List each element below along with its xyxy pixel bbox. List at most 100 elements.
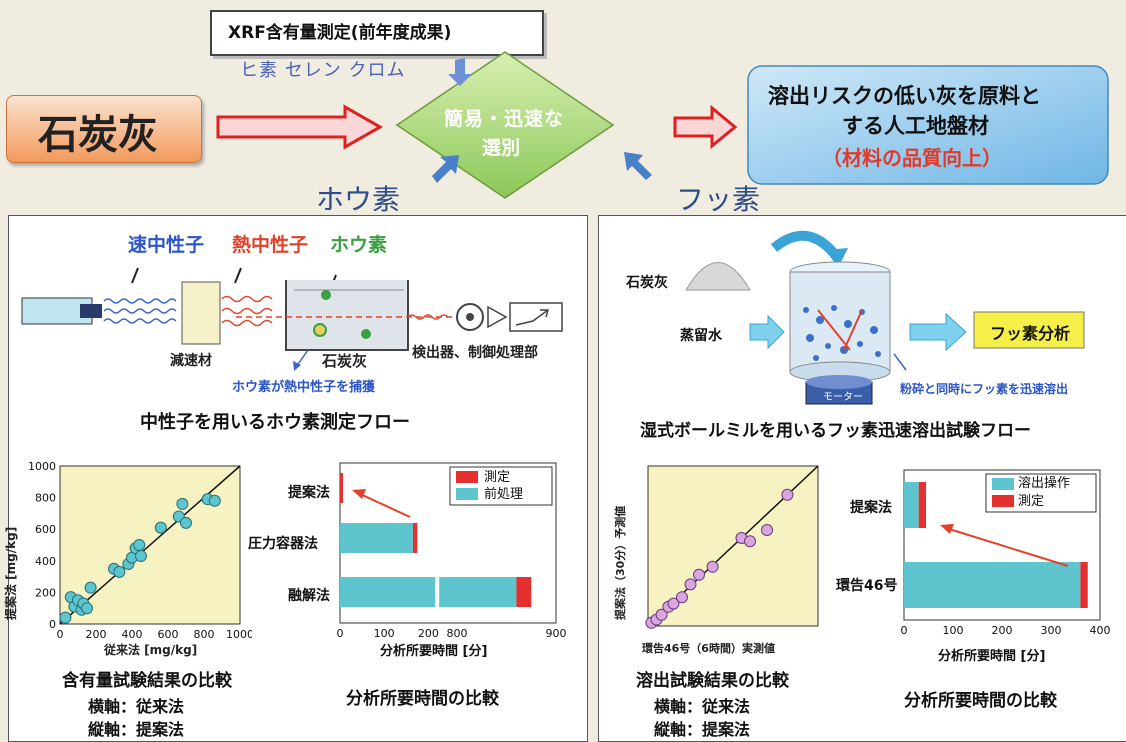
left-bar-xtick: 800 [447,627,468,640]
left-bar-cat-0: 提案法 [288,485,330,501]
left-scatter-point [113,565,126,578]
left-scatter-ytick: 800 [35,492,56,505]
legend-boron: ホウ素 [330,234,388,256]
left-bar-xtick: 900 [546,627,567,640]
left-bar-pre-1 [340,523,413,553]
left-scatter-xtick: 0 [57,628,64,641]
fast-wave-2 [103,308,177,314]
elements-note: ヒ素 セレン クロム [240,60,406,81]
result-line3: （材料の品質向上） [822,146,1002,170]
right-bar-xtick: 200 [992,624,1013,637]
grind-note: 粉砕と同時にフッ素を迅速溶出 [900,382,1069,396]
neutron-flow-diagram [21,267,563,371]
result-line1: 溶出リスクの低い灰を原料と [768,84,1041,108]
moderator-block [181,281,221,345]
arrow-elements [448,58,472,86]
left-scatter-ytick: 1000 [28,460,56,473]
right-scatter-point [684,578,697,591]
left-bar-cat-1: 圧力容器法 [248,536,318,552]
coal-ash-label: 石炭灰 [38,112,158,158]
fluorine-label: フッ素 [676,183,761,216]
left-bar-caption: 分析所要時間の比較 [346,689,499,709]
left-improvement-arrow [357,492,411,518]
right-improvement-arrow [945,527,1069,567]
right-scatter-point [655,608,668,621]
left-scatter-xtick: 400 [122,628,143,641]
fluorine-analysis-box [973,311,1085,349]
left-scatter-xtick: 200 [86,628,107,641]
fast-wave-3 [103,318,177,324]
top-flow-graphics [216,51,1109,199]
left-bar-xtick: 100 [374,627,395,640]
analysis-arrow [909,312,967,352]
water-arrow [749,314,785,350]
right-bar-xtick: 400 [1090,624,1111,637]
left-scatter-point [59,611,72,624]
right-bar-xtick: 100 [943,624,964,637]
right-bar-measure-1 [1080,562,1088,608]
left-scatter-point [180,516,192,529]
left-bar-measure-1 [412,523,418,553]
xrf-label: XRF含有量測定(前年度成果) [228,23,452,43]
left-bar-xlabel: 分析所要時間 [分] [380,644,488,659]
left-bar-xtick: 200 [418,627,439,640]
left-scatter-ytick: 0 [49,618,56,631]
right-scatter-caption3: 縦軸：提案法 [654,720,751,739]
left-bar-pre-2 [340,577,517,607]
coal-ash-box [6,95,202,163]
right-bar-dissolve-0 [904,482,919,528]
left-scatter-ylabel: 提案法 [mg/kg] [4,526,18,620]
right-scatter-caption1: 溶出試験結果の比較 [636,671,789,691]
red-arrow-2 [673,104,738,150]
water-label: 蒸留水 [680,328,722,344]
left-scatter-caption3: 縦軸：提案法 [88,720,185,739]
left-scatter-xtick: 1000 [226,628,252,641]
left-scatter-point [84,581,97,594]
processor [509,302,563,332]
right-legend-dissolve: 溶出操作 [1018,476,1071,491]
moderator-label: 減速材 [170,353,212,369]
right-scatter-point [781,488,794,501]
left-scatter-xlabel: 従来法 [mg/kg] [104,643,198,657]
arrow-fluorine [624,152,652,180]
right-scatter-caption2: 横軸：従来法 [654,697,751,716]
left-scatter-xtick: 800 [194,628,215,641]
ball-mill-diagram [685,230,1085,405]
right-legend-measure: 測定 [1018,494,1045,509]
mill-cylinder [789,271,891,373]
motor-label: モーター [823,392,863,403]
legend-fast: 速中性子 [128,234,205,256]
right-bar-measure-0 [918,482,927,528]
right-scatter-point [667,597,680,610]
fast-wave-1 [103,298,177,304]
left-scatter-ytick: 600 [35,523,56,536]
right-scatter-ylabel: 提案法（30分）予測値 [614,505,627,620]
right-scatter-xlabel: 環告46号（6時間）実測値 [642,642,775,655]
right-scatter-point [693,568,705,581]
right-scatter-chart [645,465,819,629]
left-bar-measure-0 [340,473,343,503]
result-box [747,65,1109,185]
left-scatter-xtick: 600 [158,628,179,641]
right-scatter-point [761,524,773,536]
left-scatter-ytick: 400 [35,555,56,568]
xrf-box [210,10,544,56]
coal-ash-label-left: 石炭灰 [322,352,368,370]
arrow-boron [432,155,459,183]
feed-arrow [770,230,840,260]
left-scatter-ytick: 200 [35,586,56,599]
right-bar-cat-0: 提案法 [850,500,892,516]
legend-thermal: 熱中性子 [232,234,309,256]
left-legend-pre: 前処理 [484,487,524,502]
boron-label: ホウ素 [316,183,401,216]
diamond-line2: 選別 [482,137,521,159]
right-scatter-point [744,535,756,548]
left-scatter-point [154,521,167,534]
left-bar-cat-2: 融解法 [288,588,330,604]
left-scatter-point [135,550,147,563]
left-scatter-chart: 0 200 400 600 800 1000 0 200 400 600 800 1000 [28,460,252,641]
left-legend-measure: 測定 [484,470,511,485]
right-bar-dissolve-1 [904,562,1081,608]
